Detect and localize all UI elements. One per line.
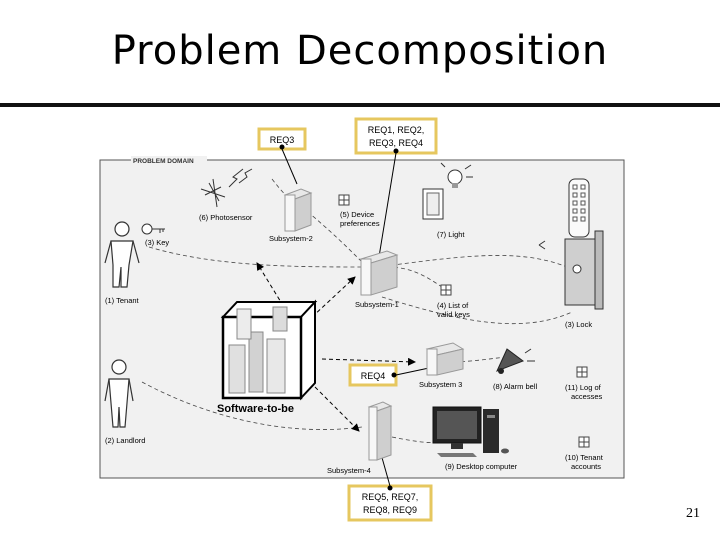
tenant-accounts: (10) Tenant accounts <box>565 436 604 471</box>
problem-domain-frame <box>99 159 625 479</box>
subsystem-3-label: Subsystem 3 <box>419 380 462 389</box>
log-line1: (11) Log of <box>565 383 602 392</box>
landlord-icon: (2) Landlord <box>104 359 145 445</box>
key-icon: (3) Key <box>141 223 169 247</box>
landlord-label: (2) Landlord <box>105 436 145 445</box>
subsystem-4: Subsystem-4 <box>327 401 393 475</box>
accounts-line2: accounts <box>571 462 601 471</box>
req4-label: REQ4 <box>361 371 386 381</box>
subsystem-3: Subsystem 3 <box>419 342 465 389</box>
tenant-icon: (1) Tenant <box>104 221 140 305</box>
key-label: (3) Key <box>145 238 169 247</box>
device-preferences: (5) Device preferences <box>338 194 380 228</box>
software-to-be-cube: Software-to-be <box>217 299 318 415</box>
lock-icon: (3) Lock <box>538 178 604 329</box>
problem-decomposition-diagram: PROBLEM DOMAIN REQ3 REQ1, REQ2, REQ3, RE… <box>99 117 625 522</box>
alarm-bell-icon: (8) Alarm bell <box>493 348 538 391</box>
log-line2: accesses <box>571 392 603 401</box>
photosensor-label: (6) Photosensor <box>199 213 253 222</box>
req5789-line2: REQ8, REQ9 <box>363 505 417 515</box>
req1234-line2: REQ3, REQ4 <box>369 138 423 148</box>
req1234-box: REQ1, REQ2, REQ3, REQ4 <box>354 117 438 155</box>
light-icon: (7) Light <box>422 162 473 239</box>
subsystem-2: Subsystem-2 <box>269 188 313 243</box>
valid-keys-line2: valid keys <box>437 310 470 319</box>
req5789-line1: REQ5, REQ7, <box>362 492 419 502</box>
req5789-box: REQ5, REQ7, REQ8, REQ9 <box>347 484 433 522</box>
problem-domain-label: PROBLEM DOMAIN <box>133 158 194 165</box>
valid-keys-list: (4) List of valid keys <box>437 284 470 319</box>
subsystem-1-label: Subsystem-1 <box>355 300 399 309</box>
valid-keys-line1: (4) List of <box>437 301 469 310</box>
title-rule <box>0 103 720 107</box>
subsystem-1: Subsystem-1 <box>355 250 399 309</box>
photosensor-icon: (6) Photosensor <box>199 168 253 222</box>
req1234-line1: REQ1, REQ2, <box>368 125 425 135</box>
page-number: 21 <box>686 506 700 521</box>
light-label: (7) Light <box>437 230 465 239</box>
req4-box: REQ4 <box>348 363 398 387</box>
software-to-be-label: Software-to-be <box>217 403 294 415</box>
slide-title: Problem Decomposition <box>111 28 609 74</box>
device-preferences-line2: preferences <box>340 219 380 228</box>
subsystem-2-label: Subsystem-2 <box>269 234 313 243</box>
desktop-label: (9) Desktop computer <box>445 462 518 471</box>
req3-label: REQ3 <box>270 135 295 145</box>
subsystem-4-label: Subsystem-4 <box>327 466 371 475</box>
lock-label: (3) Lock <box>565 320 592 329</box>
device-preferences-line1: (5) Device <box>340 210 374 219</box>
accounts-line1: (10) Tenant <box>565 453 604 462</box>
alarm-bell-label: (8) Alarm bell <box>493 382 538 391</box>
tenant-label: (1) Tenant <box>105 296 140 305</box>
desktop-computer-icon: (9) Desktop computer <box>432 406 518 471</box>
log-of-accesses: (11) Log of accesses <box>565 366 603 401</box>
